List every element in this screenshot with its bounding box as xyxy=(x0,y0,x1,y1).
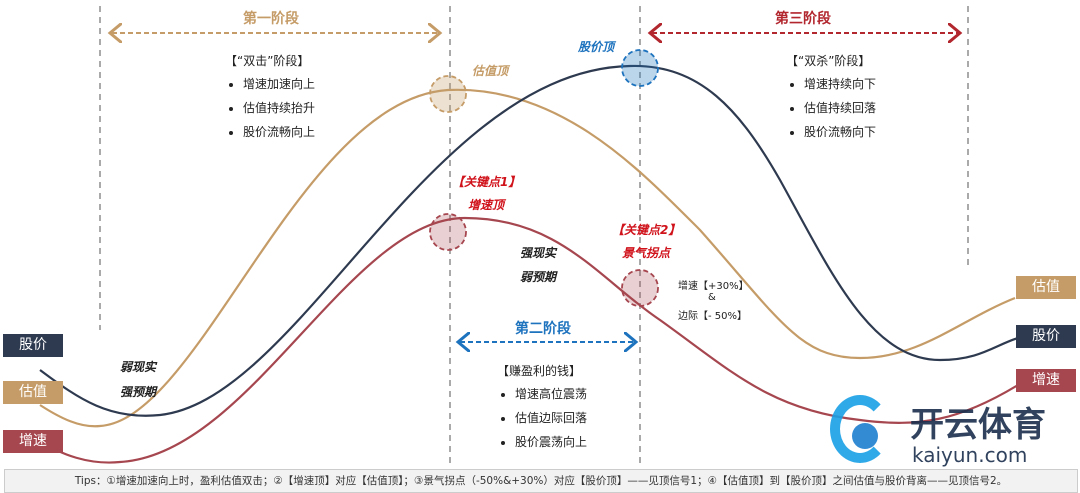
stage2-item: 估值边际回落 xyxy=(515,406,587,430)
strong-expectation-label: 强预期 xyxy=(120,385,157,399)
stage3-heading: 【“双杀”阶段】 xyxy=(786,54,871,68)
stage3-item: 估值持续回落 xyxy=(804,96,876,120)
growth-top-label: 增速顶 xyxy=(468,198,505,212)
growth-threshold: 增速【+30%】 xyxy=(678,281,749,292)
valuation-curve xyxy=(39,88,1016,428)
legend-growth-left: 增速 xyxy=(3,430,63,453)
weak-expectation-label: 弱预期 xyxy=(520,270,557,284)
legend-price-left: 股价 xyxy=(3,334,63,357)
stage1-item: 股价流畅向上 xyxy=(243,120,315,144)
stage1-item: 增速加速向上 xyxy=(243,72,315,96)
stage2-item: 增速高位震荡 xyxy=(515,382,587,406)
stage-dividers xyxy=(99,6,969,465)
strong-reality-label: 强现实 xyxy=(520,246,557,260)
logo-cn: 开云体育 xyxy=(910,405,1046,445)
stage3-item: 增速持续向下 xyxy=(804,72,876,96)
legend-valuation-left: 估值 xyxy=(3,381,63,404)
valuation-top-marker xyxy=(429,75,467,113)
stage3-title: 第三阶段 xyxy=(775,11,831,27)
key-point-1-label: 【关键点1】 xyxy=(452,175,521,189)
stage1-item: 估值持续抬升 xyxy=(243,96,315,120)
price-top-label: 股价顶 xyxy=(578,40,615,54)
stage2-item: 股价震荡向上 xyxy=(515,430,587,454)
stage2-heading: 【赚盈利的钱】 xyxy=(497,364,582,378)
margin-threshold: 边际【- 50%】 xyxy=(678,311,748,322)
stage1-block: 【“双击”阶段】 增速加速向上估值持续抬升股价流畅向上 xyxy=(225,50,315,144)
stage2-block: 【赚盈利的钱】 增速高位震荡估值边际回落股价震荡向上 xyxy=(497,360,587,454)
stage2-title: 第二阶段 xyxy=(515,321,571,337)
price-curve xyxy=(39,64,1019,417)
ball-icon xyxy=(852,423,878,449)
inflection-label: 景气拐点 xyxy=(622,246,671,260)
stage3-item: 股价流畅向下 xyxy=(804,120,876,144)
legend-growth-right: 增速 xyxy=(1016,369,1076,392)
growth-top-marker xyxy=(429,213,467,251)
tips-bar: Tips：①增速加速向上时，盈利估值双击；②【增速顶】对应【估值顶】；③景气拐点… xyxy=(4,469,1078,493)
stage3-block: 【“双杀”阶段】 增速持续向下估值持续回落股价流畅向下 xyxy=(786,50,876,144)
stage1-title: 第一阶段 xyxy=(243,11,299,27)
logo-en: kaiyun.com xyxy=(912,443,1028,467)
valuation-top-label: 估值顶 xyxy=(472,64,509,78)
key-point-2-label: 【关键点2】 xyxy=(612,223,681,237)
ampersand: & xyxy=(708,292,716,303)
inflection-marker xyxy=(621,269,659,307)
stage1-heading: 【“双击”阶段】 xyxy=(225,54,310,68)
legend-price-right: 股价 xyxy=(1016,325,1076,348)
logo-mark-icon xyxy=(830,395,890,463)
weak-reality-label: 弱现实 xyxy=(120,360,157,374)
legend-valuation-right: 估值 xyxy=(1016,276,1076,299)
price-top-marker xyxy=(621,49,659,87)
